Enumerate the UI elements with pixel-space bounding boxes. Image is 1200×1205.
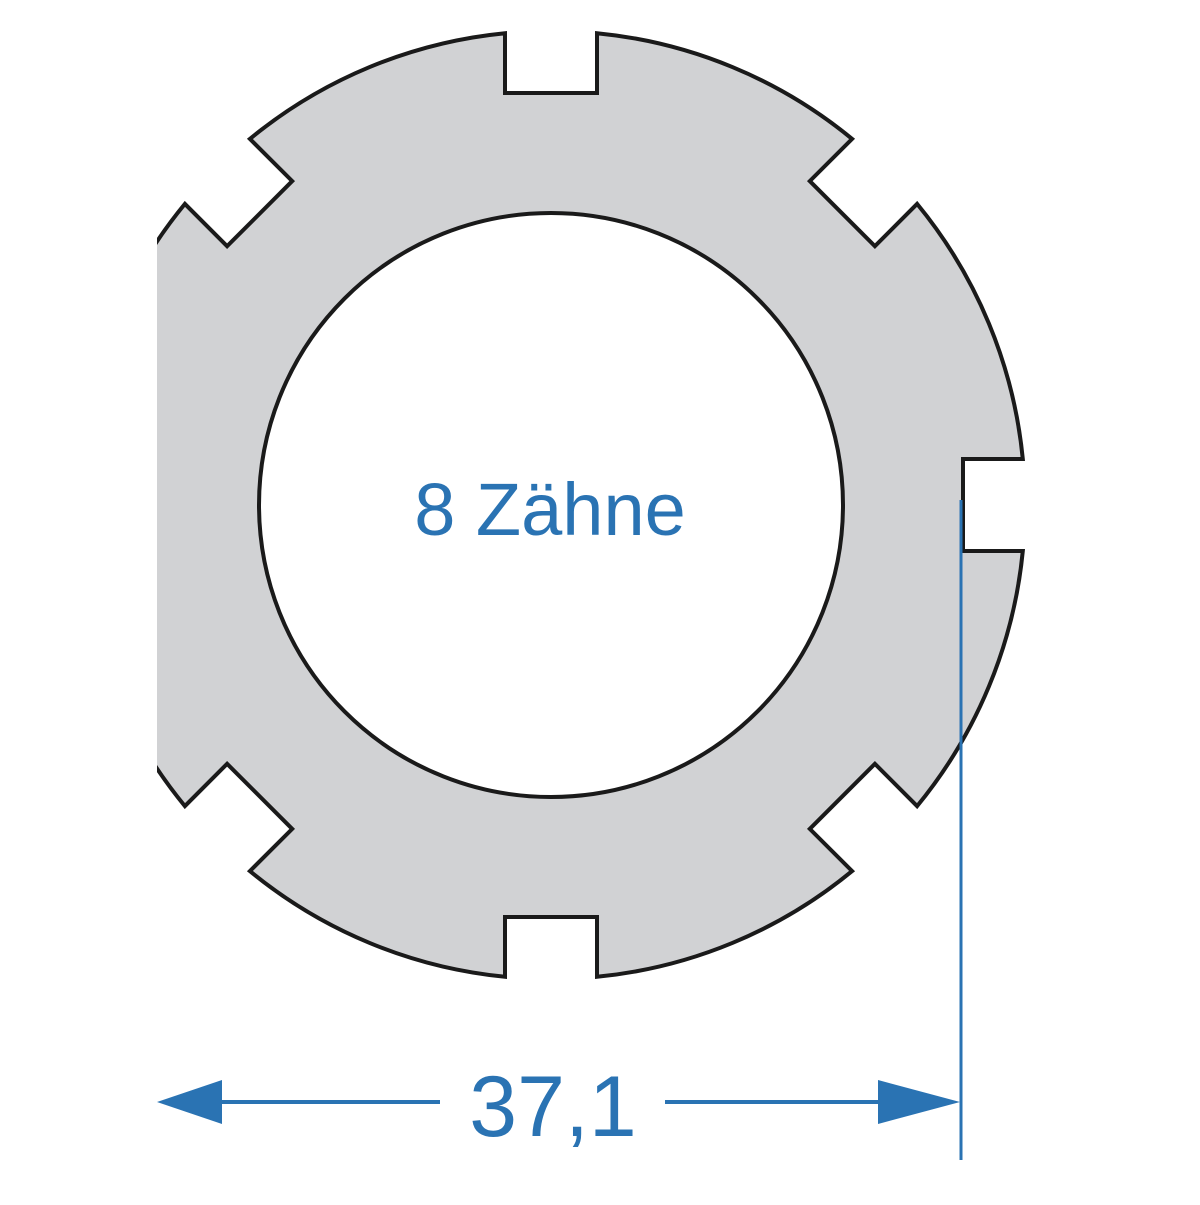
dimension-arrow-right — [665, 1080, 960, 1124]
dimension-arrow-left — [157, 1080, 440, 1124]
teeth-count-label: 8 Zähne — [414, 468, 686, 551]
ring-nut-shape — [157, 30, 1026, 980]
dimension-value-label: 37,1 — [469, 1059, 636, 1155]
